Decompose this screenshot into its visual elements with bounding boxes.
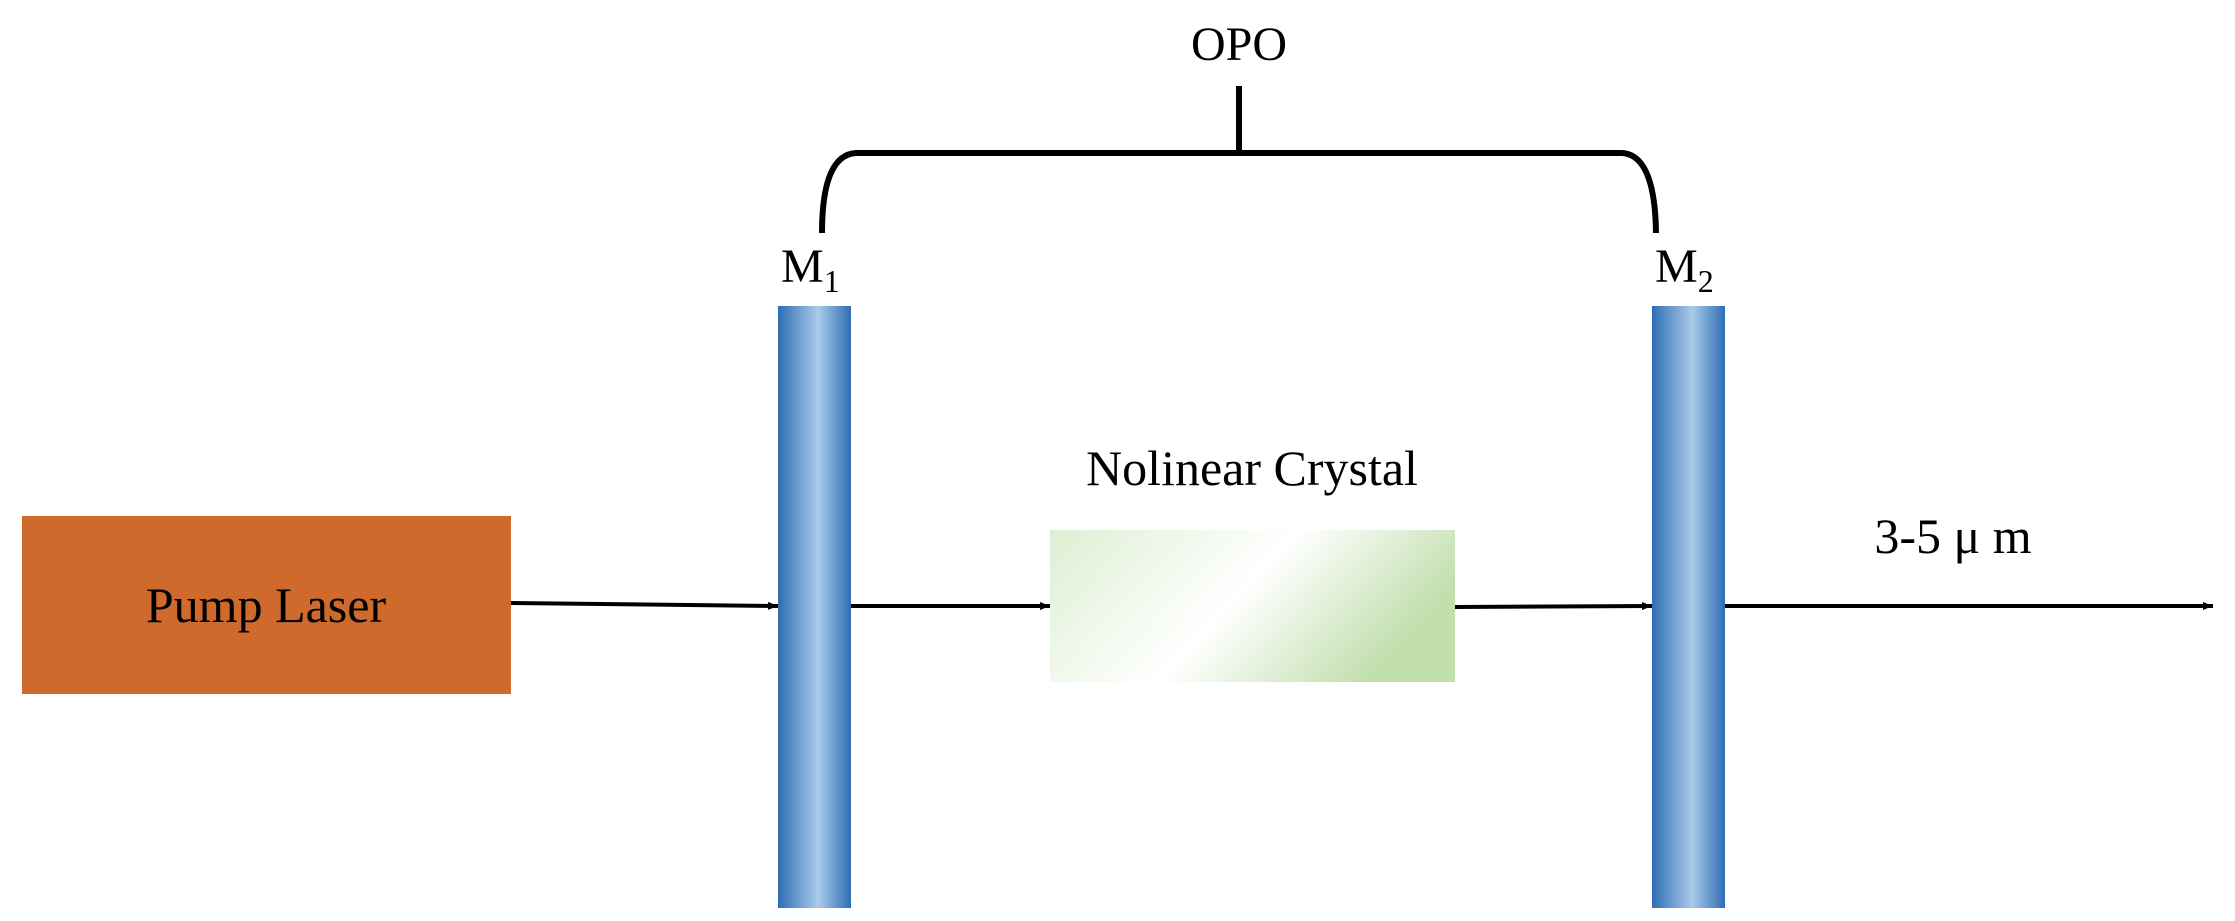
mirror2-label: M2 bbox=[1655, 240, 1714, 299]
mirror1-label: M1 bbox=[781, 240, 840, 299]
mirror1-letter: M bbox=[781, 240, 824, 293]
pump-laser-box bbox=[22, 516, 511, 694]
pump-laser-label: Pump Laser bbox=[146, 577, 387, 633]
opo-bracket bbox=[819, 86, 1659, 234]
opo-label: OPO bbox=[1191, 18, 1287, 71]
output-wavelength-label: 3-5 μ m bbox=[1874, 508, 2031, 564]
crystal-label: Nolinear Crystal bbox=[1086, 440, 1418, 496]
nonlinear-crystal bbox=[1050, 530, 1455, 682]
beam-arrow-pump-to-m1 bbox=[510, 601, 779, 610]
beam-arrow-crystal-to-m2 bbox=[1454, 602, 1653, 611]
mirror-m1 bbox=[778, 306, 851, 908]
mirror-m2 bbox=[1652, 306, 1725, 908]
mirror1-subscript: 1 bbox=[824, 263, 840, 299]
mirror2-letter: M bbox=[1655, 240, 1698, 293]
mirror2-subscript: 2 bbox=[1698, 263, 1714, 299]
